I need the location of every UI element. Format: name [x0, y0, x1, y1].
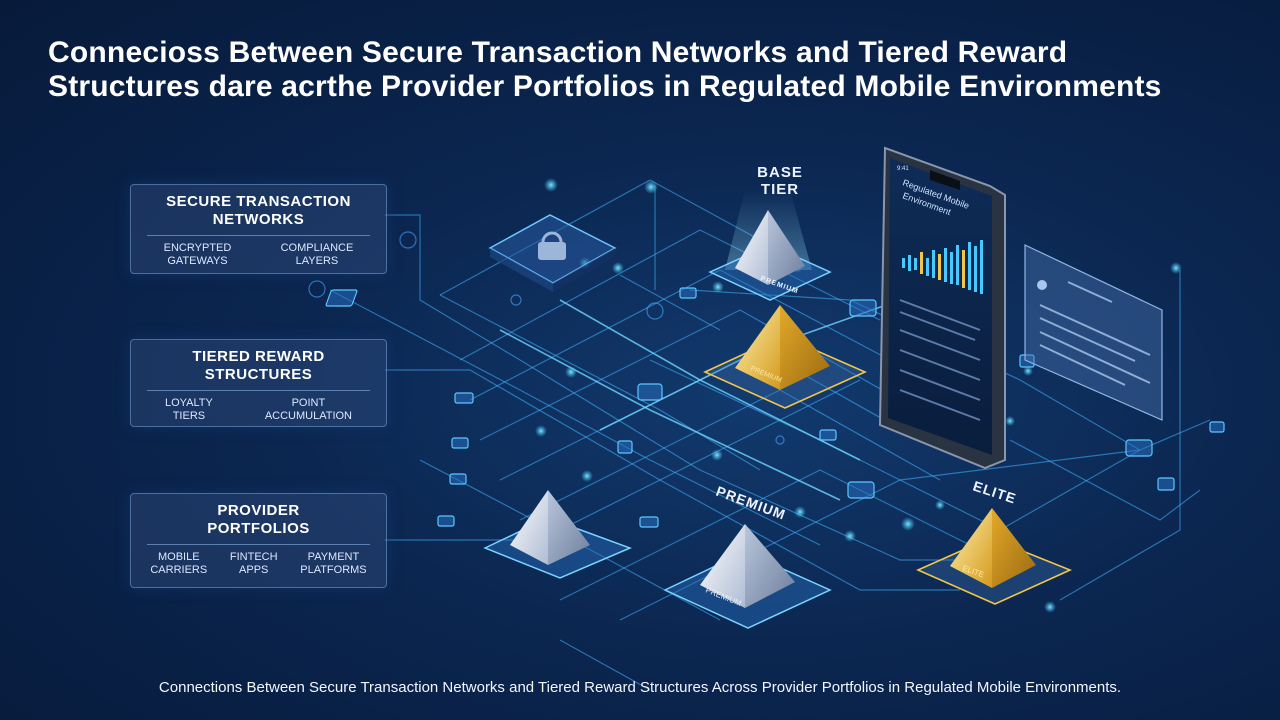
card-tile-icon [437, 515, 455, 527]
panel-item-fintech-apps: Fintech Apps [229, 551, 278, 576]
x-tile-icon [679, 287, 697, 299]
provider-pyramid [483, 490, 633, 579]
panel-divider [147, 544, 370, 545]
phone-bar-chart [902, 240, 983, 294]
wifi-tile-icon [849, 299, 877, 317]
panel-divider [147, 390, 370, 391]
lock2-tile-icon [637, 383, 663, 401]
chat-tile-icon [451, 437, 469, 449]
base-tier-label-line2: TIER [761, 181, 799, 198]
caption: Connections Between Secure Transaction N… [158, 679, 1122, 696]
panel-title: Provider Portfolios [207, 502, 310, 537]
decorative-circles [308, 231, 785, 445]
phone: 9:41 Regulated Mobile Environment [878, 146, 1006, 470]
panel-item-loyalty-tiers: Loyalty Tiers [164, 397, 213, 422]
panel-tiered-reward-structures: Tiered Reward Structures Loyalty Tiers P… [130, 339, 387, 427]
send-tile-icon [639, 516, 659, 528]
panel-item-mobile-carriers: Mobile Carriers [150, 551, 208, 576]
elite-label: ELITE [971, 478, 1018, 507]
panel-item-point-accumulation: Point Accumulation [264, 397, 353, 422]
panel-title: Tiered Reward Structures [192, 348, 325, 383]
panel-provider-portfolios: Provider Portfolios Mobile Carriers Fint… [130, 493, 387, 588]
panel-items: Loyalty Tiers Point Accumulation [131, 397, 386, 423]
lock-icon [538, 242, 566, 260]
panel-item-encrypted-gateways: Encrypted Gateways [163, 242, 232, 267]
node-tiles [325, 287, 1225, 528]
panel-item-compliance-layers: Compliance Layers [280, 242, 354, 267]
key-tile-icon [1209, 421, 1225, 433]
panel-secure-transaction-networks: Secure Transaction Networks Encrypted Ga… [130, 184, 387, 274]
base-tier-pyramid: PREMIUM [708, 190, 832, 301]
card2-tile-icon [847, 481, 875, 499]
phone-status-time: 9:41 [897, 166, 909, 172]
page-title: Connecioss Between Secure Transaction Ne… [48, 36, 1162, 103]
wallet-tile-icon [1125, 439, 1153, 457]
lock-platform [488, 214, 617, 292]
phone-screen [888, 158, 992, 455]
elite-pyramid: ELITE [916, 508, 1073, 605]
x2-tile-icon [819, 429, 837, 441]
mail-tile-icon [454, 392, 474, 404]
panel-items: Mobile Carriers Fintech Apps Payment Pla… [131, 551, 386, 577]
shield-tile-icon [325, 289, 358, 307]
base-tier-label-line1: BASE [757, 164, 803, 181]
info-card [1024, 244, 1163, 421]
doc-tile-icon [617, 440, 633, 454]
card-avatar-icon [1037, 280, 1047, 290]
lock3-tile-icon [1157, 477, 1175, 491]
panel-title: Secure Transaction Networks [166, 193, 351, 228]
glow-nodes [535, 178, 1182, 613]
phone-notch [930, 170, 960, 190]
premium-pyramid: PREMIUM [663, 524, 832, 629]
coin-tile-icon [449, 473, 467, 485]
panel-divider [147, 235, 370, 236]
panel-items: Encrypted Gateways Compliance Layers [131, 242, 386, 268]
gold-tier-pyramid: PREMIUM [703, 305, 867, 409]
panel-item-payment-platforms: Payment Platforms [300, 551, 367, 576]
